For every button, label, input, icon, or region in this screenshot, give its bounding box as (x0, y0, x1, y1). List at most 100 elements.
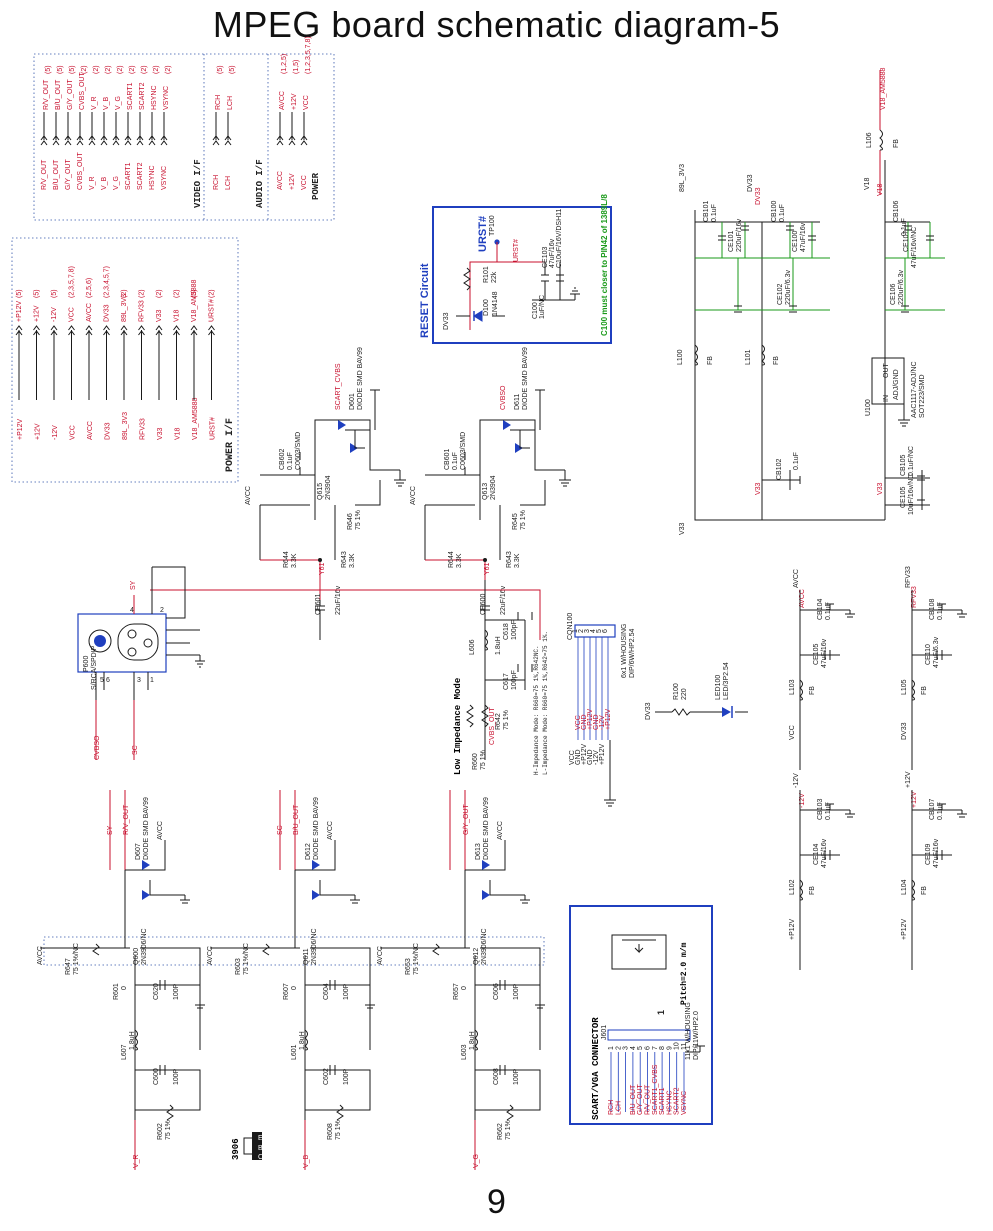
if-ref-pif-1: (1,5) (293, 60, 300, 74)
video-if-signals: R/V_OUTR/V_OUT(5)B/U_OUTB/U_OUT(5)G/Y_OU… (40, 65, 172, 190)
if-ref-aif-1: (5) (229, 65, 236, 74)
rgb-diode-dn (142, 890, 150, 900)
j601-pin-lbl-0: RCH (608, 1100, 615, 1115)
if-out-vif-4: V_R (91, 96, 98, 110)
cvbs-ceval-1: 22uF/16v (500, 585, 507, 615)
pif-ref-9: (2) (174, 289, 181, 298)
if-out-vif-9: HSYNC (151, 85, 158, 110)
rgb-diode-wires (124, 840, 185, 948)
cvbs-ceval-0: 22uF/16v (335, 585, 342, 615)
junction (483, 558, 487, 562)
pif-in-11: URST# (210, 417, 217, 440)
if-out-vif-8: SCART2 (139, 82, 146, 110)
filter-cb-1: CB108 (929, 598, 936, 620)
d100-val: 1N4148 (492, 291, 499, 316)
p600-pin6: 6 (106, 677, 110, 684)
filter-out-0: VCC (789, 725, 796, 740)
rgb-vout-2: G/Y_OUT (463, 804, 470, 835)
regulator-section: V18_AM5888 L106 FB 89L_3V3 DV33 DV33 V18… (677, 67, 945, 535)
rgb-rinval-1: 75 1%/NC (243, 943, 250, 975)
diode-dn (515, 443, 523, 453)
r100-ref: R100 (673, 683, 680, 700)
if-ref-vif-0: (5) (45, 65, 52, 74)
if-ref-vif-1: (5) (57, 65, 64, 74)
rgb-inductor (304, 1029, 308, 1051)
rgb-red-wires (109, 790, 136, 1170)
p600-val: S/RCA/SPDIP (91, 645, 98, 690)
rgb-d-avcc-1: AVCC (327, 821, 334, 840)
if-in-pif-0: AVCC (277, 171, 284, 190)
u100-adj: ADJ/GND (893, 369, 900, 400)
rgb-rt-2: R662 (497, 1123, 504, 1140)
sym-3906-ref: 3906 (231, 1138, 241, 1160)
rgb-rtval-2: 75 1% (505, 1120, 512, 1140)
tp100-ref: TP100 (489, 215, 496, 236)
con100-pin-lbl-4: -12V (593, 750, 600, 765)
cvbs-dval-0: DIODE SMD BAV99 (357, 347, 364, 410)
l100-ref: L100 (677, 349, 684, 365)
port-arrow (138, 325, 145, 336)
rgb-gnd2 (535, 1000, 545, 1009)
filter-l-2: L102 (789, 879, 796, 895)
rgb-red-wires (279, 790, 306, 1170)
filter-gnd (845, 810, 855, 818)
filter-gnd (957, 810, 967, 818)
j601-pin-lbl-8: HSYNC (666, 1090, 673, 1115)
scart-title: SCART/VGA CONNECTOR (591, 1017, 601, 1120)
rgb-in-0: SY (107, 825, 114, 835)
cvbs-r3-0: R643 (341, 551, 348, 568)
filter-ce-1: CE110 (925, 644, 932, 665)
c617-ref: C617 (503, 673, 510, 690)
j601-pin-num-6: 7 (652, 1046, 659, 1050)
audio-if-title: AUDIO I/F (255, 159, 265, 208)
j601-pin-num-3: 4 (630, 1046, 637, 1050)
l106-ref: L106 (866, 132, 873, 148)
cvbs-wires (424, 419, 565, 560)
rgb-res (432, 943, 514, 1121)
rail-dv33: DV33 (747, 174, 754, 192)
pif-out-1: +12V (34, 305, 41, 322)
pif-in-1: +12V (35, 423, 42, 440)
rgb-lval-0: 1.8uH (129, 1031, 136, 1050)
video-if-title: VIDEO I/F (193, 159, 203, 208)
ce106-ref: CE106 (890, 283, 897, 305)
r100-val: 220 (681, 688, 688, 700)
ce103-ref: CE103 (542, 246, 549, 268)
con100-type: 6x1 W/HOUSING (621, 624, 628, 678)
j601-pin-num-10: 11 (681, 1043, 688, 1050)
j601-pitch: DIP/11W/HP2.0 (693, 1011, 700, 1060)
filter-rail-red-0: AVCC (799, 589, 806, 608)
port-arrow (50, 325, 58, 336)
c100-val: 1uF/NC (539, 295, 546, 319)
ce102-ref: CE102 (777, 283, 784, 305)
pif-ref-10: (3) (191, 289, 198, 298)
filter-lval-3: FB (921, 886, 928, 895)
if-ref-vif-10: (2) (165, 65, 172, 74)
ce100-ref: CE100 (792, 230, 799, 252)
diode-up (503, 420, 511, 430)
pif-in-6: 89L_3V3 (122, 412, 129, 440)
cvbs-cbpkg-0: C0603/SMD (295, 432, 302, 470)
if-in-vif-9: HSYNC (149, 165, 156, 190)
power-small-signals: AVCCAVCC(1,2,5)+12V+12V(1,5)VCCVCC(1,2,3… (276, 36, 312, 190)
rgb-l-1: L601 (291, 1044, 298, 1060)
pif-out-2: -12V (51, 307, 58, 322)
p600-pin4: 4 (130, 607, 134, 614)
con100-pin-num-5: 6 (602, 629, 609, 633)
rgb-cbval-1: 100P (343, 1068, 350, 1085)
sym-pin-c: C (258, 1154, 263, 1161)
rgb-wires (210, 947, 371, 1170)
r642-val: 75 1% (503, 710, 510, 730)
page-number: 9 (487, 1183, 506, 1221)
rgb-rin-2: R653 (405, 958, 412, 975)
rgb-d-avcc-0: AVCC (157, 821, 164, 840)
filter-rail-red-1: RFV33 (911, 586, 918, 608)
impedance-note1: H-Impedance Mode: R660=75 1%,R642NC. (533, 645, 540, 775)
filter-rail-red-3: +12V (911, 791, 918, 808)
if-in-vif-3: CVBS_OUT (77, 152, 84, 190)
pif-ref-0: (5) (16, 289, 23, 298)
rgb-out-1: V_B (303, 1154, 310, 1168)
rgb-avcc-1: AVCC (207, 946, 214, 965)
cvbs-r2-1: R644 (448, 551, 455, 568)
l106-val: FB (893, 139, 900, 148)
